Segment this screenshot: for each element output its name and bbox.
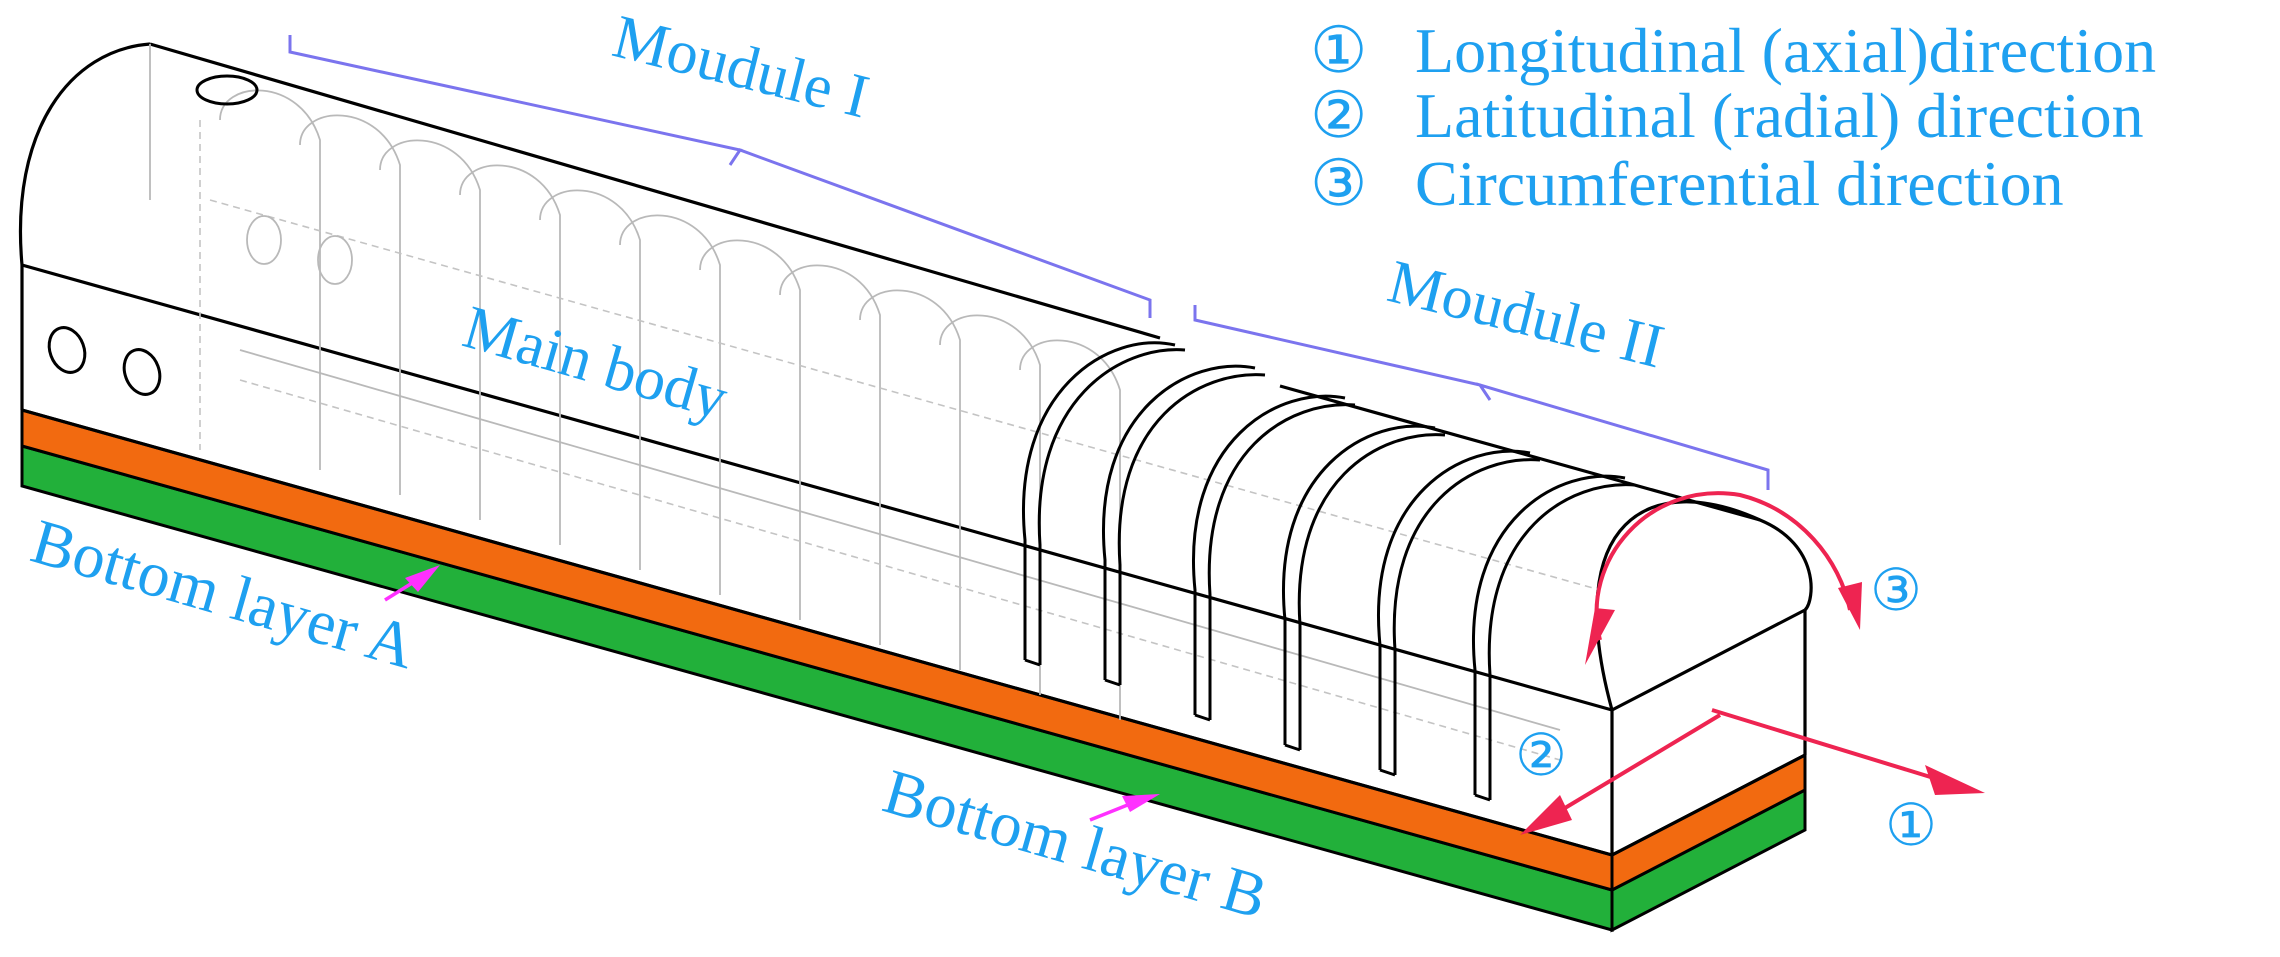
legend-text-1: Longitudinal (axial)direction xyxy=(1415,15,2156,86)
legend-marker-3: ③ xyxy=(1310,148,1367,219)
direction-arrows xyxy=(1520,491,1985,835)
latitudinal-arrow xyxy=(1543,713,1722,822)
circumferential-arrow xyxy=(1594,491,1852,641)
internal-structure-lines xyxy=(149,44,1601,761)
marker-two: ② xyxy=(1515,723,1567,788)
legend-text-2: Latitudinal (radial) direction xyxy=(1415,80,2144,151)
tunnel-outline xyxy=(18,42,1813,857)
module-2-rings xyxy=(1022,341,1636,802)
main-body-label: Main body xyxy=(456,293,735,433)
top-hole xyxy=(195,74,259,106)
direction-legend: ① Longitudinal (axial)direction ② Latitu… xyxy=(1310,15,2156,219)
module-1-label: Moudule I xyxy=(607,3,876,132)
module-2-label: Moudule II xyxy=(1382,248,1671,382)
layer-pointers xyxy=(384,565,1160,822)
legend-marker-2: ② xyxy=(1310,80,1367,151)
longitudinal-arrow xyxy=(1711,708,1951,785)
marker-one: ① xyxy=(1885,793,1937,858)
legend-text-3: Circumferential direction xyxy=(1415,148,2064,219)
marker-three: ③ xyxy=(1870,558,1922,623)
holes xyxy=(47,74,353,396)
module-2-bracket xyxy=(1193,305,1770,490)
legend-marker-1: ① xyxy=(1310,15,1367,86)
side-hole-1 xyxy=(47,326,87,374)
module-1-bracket xyxy=(288,35,1152,318)
side-hole-2 xyxy=(122,348,162,396)
